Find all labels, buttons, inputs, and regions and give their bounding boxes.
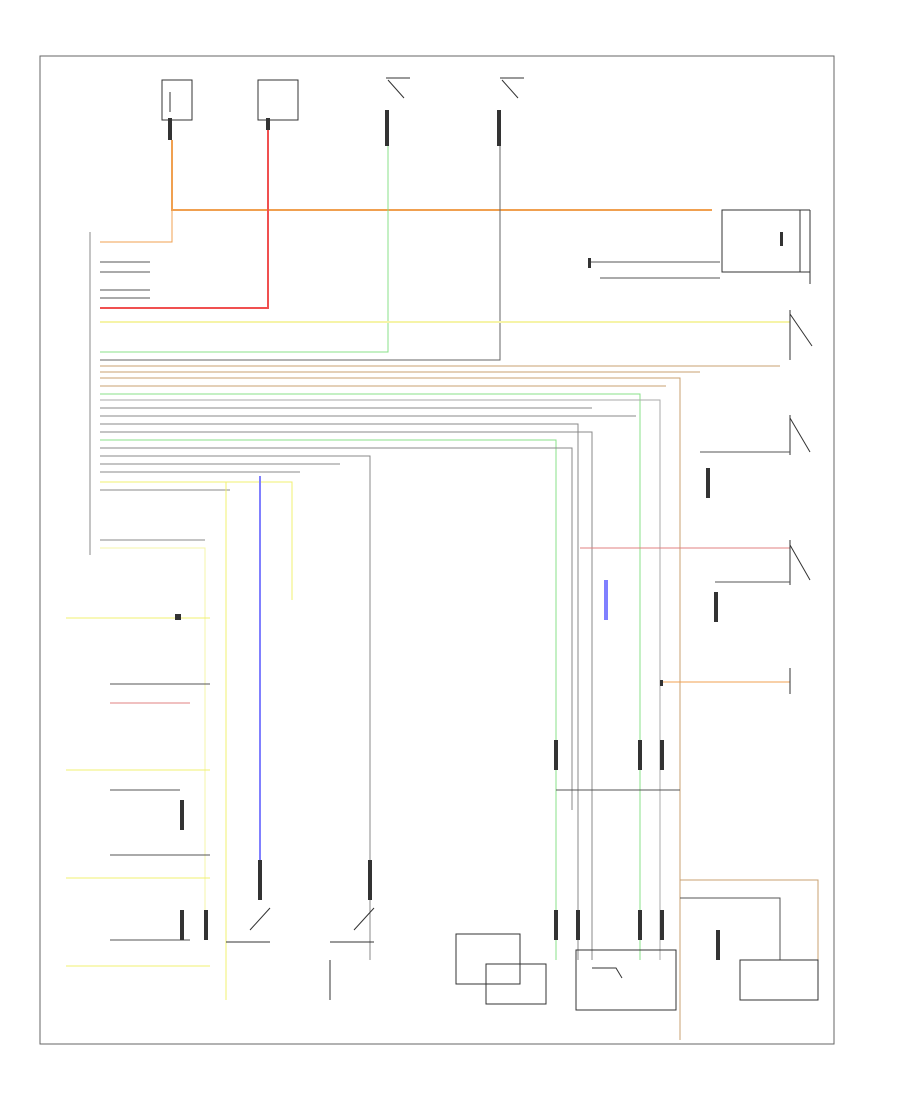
bottom-connectors xyxy=(554,740,680,940)
fuse-block-1 xyxy=(161,79,193,140)
wires-top xyxy=(100,130,790,361)
bottom-right-module xyxy=(680,879,819,1001)
diagram-frame xyxy=(39,55,835,1045)
left-switch-row-2 xyxy=(110,683,210,704)
left-connector-pins xyxy=(89,232,150,555)
fuse-block-2 xyxy=(257,79,299,130)
bottom-switch-1 xyxy=(204,860,271,943)
right-module-2 xyxy=(660,668,791,694)
bottom-switch-2 xyxy=(329,860,375,1000)
right-switch-2 xyxy=(700,415,811,498)
bottom-motor xyxy=(455,933,547,1005)
bottom-relay xyxy=(575,949,677,1011)
right-top-module xyxy=(721,209,811,284)
switch-top-1 xyxy=(385,77,410,146)
left-switch-row-4 xyxy=(66,854,210,879)
left-switch-row-1 xyxy=(66,614,210,620)
left-switch-row-3 xyxy=(66,769,210,830)
wire-bundle xyxy=(100,351,790,1040)
blue-connector xyxy=(604,580,608,620)
right-switch-1 xyxy=(789,310,813,360)
right-lamp xyxy=(588,258,720,279)
right-switch-3 xyxy=(714,540,811,622)
switch-top-2 xyxy=(497,77,524,146)
left-switch-row-5 xyxy=(66,910,210,967)
